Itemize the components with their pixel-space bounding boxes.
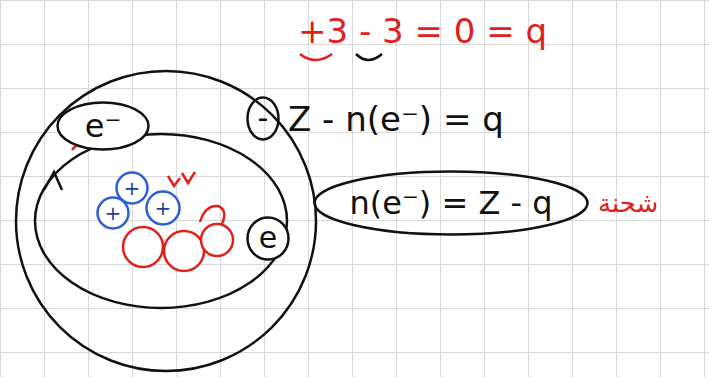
proton-outline — [98, 198, 129, 229]
node-text: - — [258, 103, 269, 133]
equation-ellipse-outline — [314, 172, 587, 235]
proton: + — [96, 196, 130, 230]
check-mark — [182, 172, 195, 183]
proton: + — [145, 190, 181, 226]
neutron — [201, 224, 233, 256]
neutron — [123, 227, 163, 267]
electron-ellipse-outline — [58, 103, 149, 150]
node-text: n(e⁻) = Z - q — [349, 187, 552, 219]
circled-electron-outline — [248, 217, 289, 259]
node-text: e⁻ — [85, 110, 122, 142]
orbit-arrow — [44, 172, 62, 190]
electron-ellipse: e⁻ — [56, 101, 150, 151]
arabic-note: شحنة — [598, 190, 658, 216]
equation-ellipse: n(e⁻) = Z - q — [313, 170, 589, 236]
inner-orbit — [35, 134, 287, 308]
proton-outline — [147, 192, 180, 225]
circled-sign: - — [246, 96, 280, 141]
node-text: + — [105, 203, 122, 223]
outer-shell — [16, 71, 316, 371]
underbrace — [356, 54, 382, 60]
node-text: + — [155, 198, 172, 218]
node-text: + — [124, 178, 141, 198]
neutron — [164, 231, 204, 271]
neutron — [200, 206, 224, 224]
node-text: e — [259, 223, 277, 253]
equation-red: +3 - 3 = 0 = q — [298, 14, 547, 48]
equation: Z - n(e⁻) = q — [288, 102, 504, 136]
circled-electron: e — [246, 216, 290, 261]
check-mark — [168, 176, 180, 186]
circled-sign-outline — [248, 97, 279, 139]
underbrace — [300, 54, 332, 60]
